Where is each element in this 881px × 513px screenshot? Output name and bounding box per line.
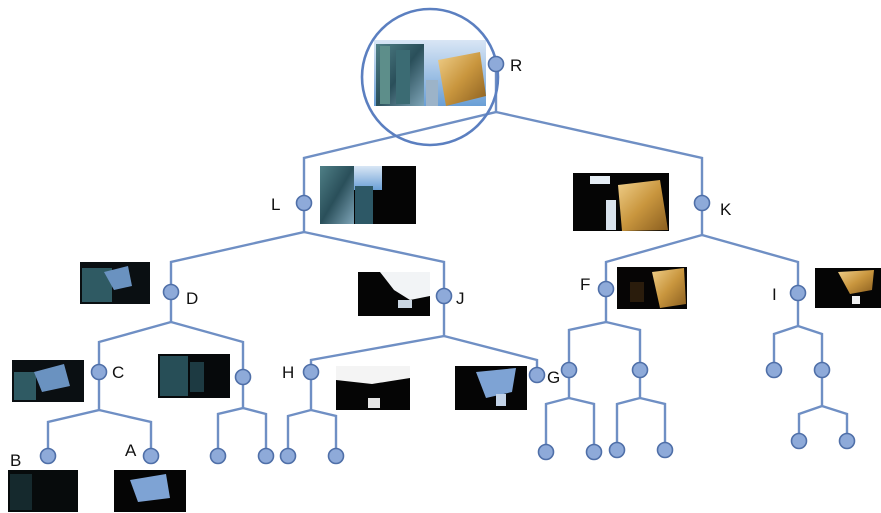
node-d2-leaf-1 bbox=[209, 447, 227, 465]
node-label-d: D bbox=[186, 289, 198, 308]
node-h-leaf-2 bbox=[327, 447, 345, 465]
edge-i-i2 bbox=[797, 324, 824, 370]
node-k: K bbox=[693, 194, 732, 219]
node-d2-leaf-2 bbox=[257, 447, 275, 465]
thumbnail-d bbox=[80, 262, 150, 304]
edge-r-k bbox=[495, 110, 704, 203]
node-label-f: F bbox=[580, 275, 590, 294]
edge-d2-leaf1 bbox=[216, 377, 245, 456]
node-label-c: C bbox=[112, 363, 124, 382]
node-d: D bbox=[162, 283, 198, 308]
thumbnail-k bbox=[573, 173, 669, 231]
node-g: G bbox=[528, 366, 560, 387]
edge-l-j bbox=[303, 230, 446, 296]
edge-h-leaf1 bbox=[286, 372, 313, 456]
thumbnail-d2 bbox=[158, 354, 230, 398]
node-i2-leaf-2 bbox=[838, 432, 856, 450]
node-f-child-2 bbox=[631, 361, 649, 379]
edge-i-i1 bbox=[772, 293, 800, 370]
root-highlight-circle bbox=[360, 7, 500, 147]
edge-f2-leaf1 bbox=[615, 370, 642, 450]
node-label-l: L bbox=[271, 195, 280, 214]
node-l: L bbox=[271, 194, 313, 214]
thumbnail-i bbox=[815, 268, 881, 308]
node-label-b: B bbox=[10, 451, 21, 470]
edge-h-leaf2 bbox=[310, 408, 338, 456]
thumbnail-j bbox=[358, 272, 430, 316]
edge-f-f2 bbox=[605, 320, 642, 370]
tree-edges bbox=[46, 64, 849, 456]
node-c: C bbox=[90, 363, 124, 382]
node-a: A bbox=[125, 441, 160, 465]
node-label-i: I bbox=[772, 285, 777, 304]
thumbnail-f bbox=[617, 267, 687, 309]
edge-k-i bbox=[701, 233, 800, 293]
node-j: J bbox=[435, 287, 465, 308]
node-f2-leaf-2 bbox=[656, 441, 674, 459]
thumbnail-l bbox=[320, 166, 416, 224]
edge-f-f1 bbox=[567, 289, 608, 370]
node-f: F bbox=[580, 275, 615, 298]
edge-d-c bbox=[97, 292, 173, 372]
edge-c-a bbox=[98, 408, 153, 456]
node-i: I bbox=[772, 284, 807, 304]
edge-i2-leaf2 bbox=[821, 404, 849, 441]
node-i-child-2 bbox=[813, 361, 831, 379]
node-h-leaf-1 bbox=[279, 447, 297, 465]
edge-i2-leaf1 bbox=[797, 370, 824, 441]
thumbnail-a bbox=[114, 470, 186, 512]
edge-c-b bbox=[46, 372, 101, 456]
node-label-k: K bbox=[720, 200, 732, 219]
edge-d-d2 bbox=[170, 320, 245, 377]
edge-f1-leaf1 bbox=[544, 370, 571, 452]
node-label-h: H bbox=[282, 363, 294, 382]
node-label-a: A bbox=[125, 441, 137, 460]
thumbnail-c bbox=[12, 360, 84, 402]
edge-d2-leaf2 bbox=[242, 406, 268, 456]
tree-nodes: R L K D J F I C bbox=[10, 55, 856, 470]
edge-f2-leaf2 bbox=[639, 396, 667, 450]
node-r: R bbox=[487, 55, 522, 75]
edge-k-f bbox=[604, 203, 704, 289]
node-i-child-1 bbox=[765, 361, 783, 379]
node-b: B bbox=[10, 447, 57, 470]
region-thumbnails bbox=[8, 40, 881, 512]
node-label-g: G bbox=[547, 368, 560, 387]
node-f2-leaf-1 bbox=[608, 441, 626, 459]
node-f-child-1 bbox=[560, 361, 578, 379]
thumbnail-g bbox=[455, 366, 527, 410]
edge-f1-leaf2 bbox=[568, 396, 596, 452]
node-d2 bbox=[234, 368, 252, 386]
thumbnail-b bbox=[8, 470, 78, 512]
node-label-r: R bbox=[510, 56, 522, 75]
node-h: H bbox=[282, 363, 320, 382]
node-f1-leaf-1 bbox=[537, 443, 555, 461]
node-f1-leaf-2 bbox=[585, 443, 603, 461]
node-i2-leaf-1 bbox=[790, 432, 808, 450]
edge-l-d bbox=[169, 203, 306, 292]
node-label-j: J bbox=[456, 289, 465, 308]
thumbnail-h bbox=[336, 366, 410, 410]
thumbnail-r bbox=[374, 40, 486, 106]
